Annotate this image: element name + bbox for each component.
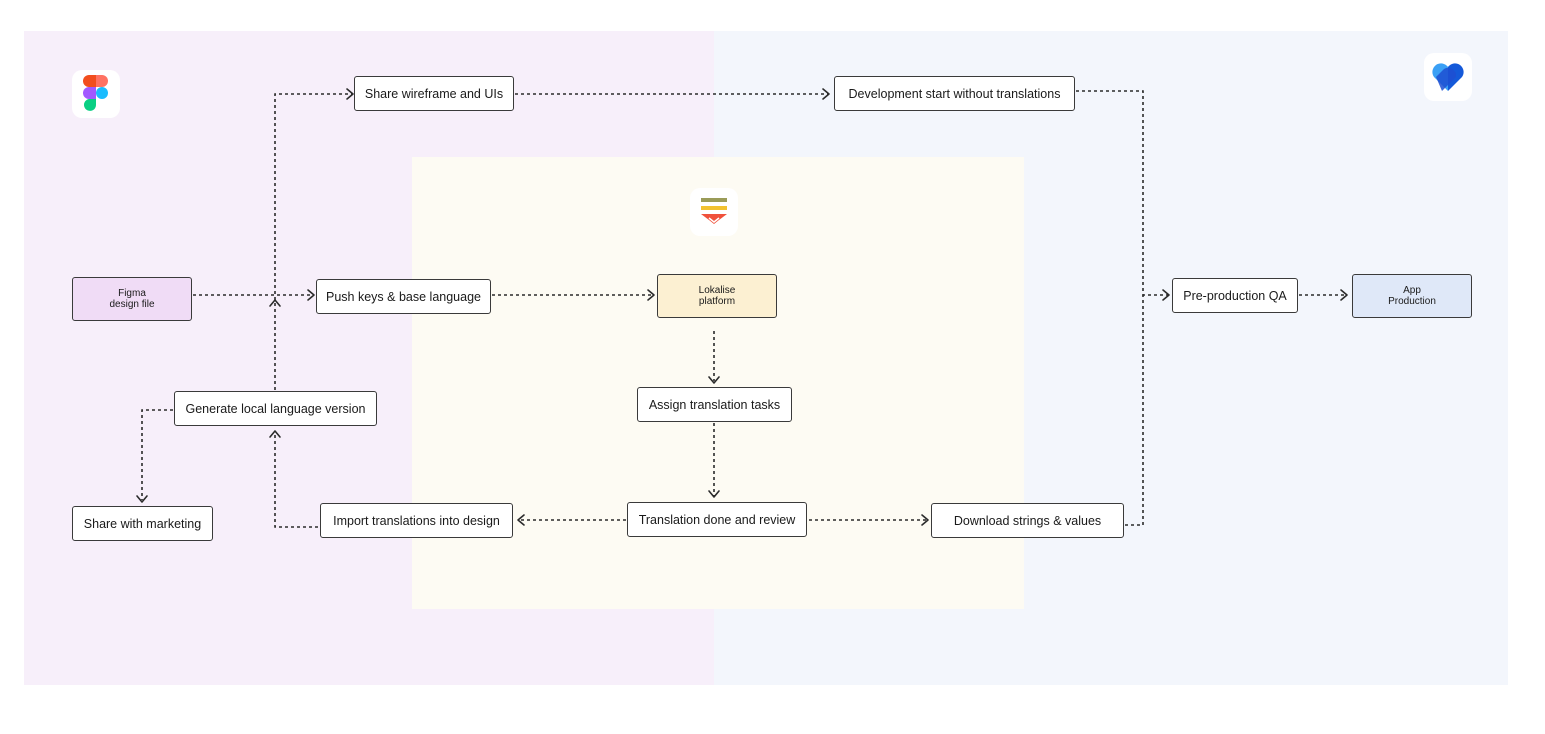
download-strings-node: Download strings & values <box>931 503 1124 538</box>
lokalise-logo-icon-graphic <box>701 198 727 224</box>
arrowhead-assign <box>708 376 720 384</box>
arrowhead-app <box>1340 289 1348 301</box>
arrowhead-import <box>517 514 525 526</box>
pre-production-qa-node: Pre-production QA <box>1172 278 1298 313</box>
lokalise-platform-node: Lokalise platform <box>657 274 777 318</box>
arrowhead-wireframe <box>346 88 354 100</box>
arrowhead-download <box>921 514 929 526</box>
push-keys-node: Push keys & base language <box>316 279 491 314</box>
connector-download-to-qa <box>1125 295 1144 526</box>
figma-logo-icon-graphic <box>83 75 108 111</box>
arrowhead-generate <box>269 430 281 438</box>
import-translations-node: Import translations into design <box>320 503 513 538</box>
arrowhead-lokalise <box>647 289 655 301</box>
figma-design-file-node: Figma design file <box>72 277 192 321</box>
arrowhead-done <box>708 490 720 498</box>
figma-logo-icon <box>72 70 120 118</box>
share-marketing-node: Share with marketing <box>72 506 213 541</box>
arrowhead-push <box>307 289 315 301</box>
assign-tasks-node: Assign translation tasks <box>637 387 792 422</box>
arrowhead-marketing <box>136 495 148 503</box>
development-node: Development start without translations <box>834 76 1075 111</box>
connector-generate-to-marketing <box>141 409 173 500</box>
arrowhead-qa <box>1162 289 1170 301</box>
heart-logo-icon-graphic <box>1432 63 1464 91</box>
lokalise-logo-icon <box>690 188 738 236</box>
share-wireframe-node: Share wireframe and UIs <box>354 76 514 111</box>
arrowhead-push-up <box>269 299 281 307</box>
connector-dev-to-qa <box>1076 90 1168 296</box>
translation-done-node: Translation done and review <box>627 502 807 537</box>
connector-import-to-generate <box>274 434 318 528</box>
app-production-node: App Production <box>1352 274 1472 318</box>
heart-logo-icon <box>1424 53 1472 101</box>
connector-to-share-wireframe <box>274 93 352 390</box>
generate-local-node: Generate local language version <box>174 391 377 426</box>
arrowhead-dev <box>822 88 830 100</box>
